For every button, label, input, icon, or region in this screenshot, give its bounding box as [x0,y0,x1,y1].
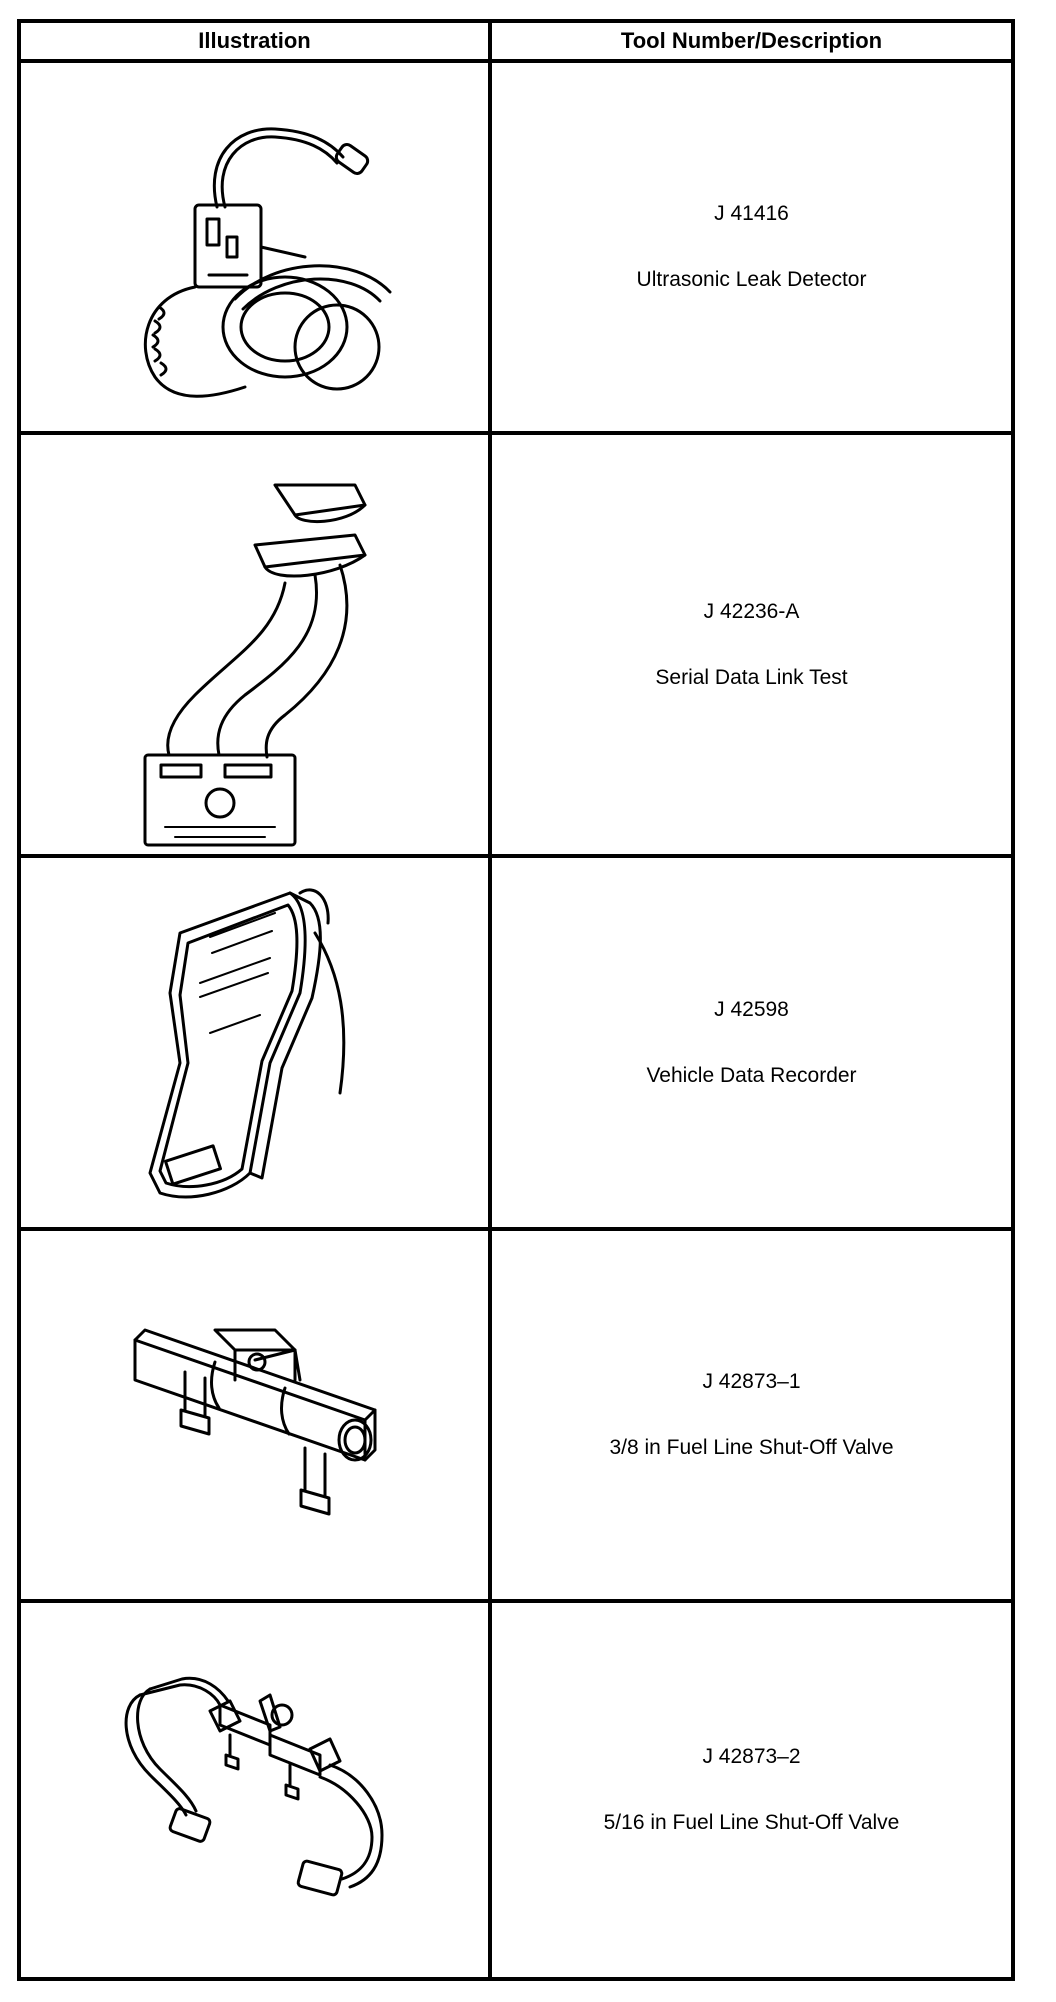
header-divider [17,59,1015,63]
row-divider [17,854,1015,858]
tool-description: Vehicle Data Recorder [646,1063,857,1087]
table-border-right [1011,19,1015,1981]
tool-description: Serial Data Link Test [655,665,848,689]
serial-data-link-tester-icon [143,483,366,846]
table-row-illustration [21,1603,488,1977]
table-row-illustration [21,435,488,854]
table-border-left [17,19,21,1981]
table-row: J 41416 Ultrasonic Leak Detector [492,63,1011,431]
column-divider [488,19,492,1981]
tool-number: J 42598 [714,997,789,1021]
fuel-line-shutoff-valve-hose-icon [124,1676,383,1897]
table-row-illustration [21,1231,488,1599]
header-tool-number-description: Tool Number/Description [620,28,883,53]
tool-description: 3/8 in Fuel Line Shut-Off Valve [609,1436,894,1459]
fuel-line-shutoff-valve-icon [133,1328,376,1516]
row-divider [17,1227,1015,1231]
table-row: J 42236-A Serial Data Link Test [492,435,1011,854]
tool-description: 5/16 in Fuel Line Shut-Off Valve [603,1811,900,1834]
table-row: J 42873–2 5/16 in Fuel Line Shut-Off Val… [492,1603,1011,1977]
row-divider [17,1599,1015,1603]
tool-number: J 42873–1 [702,1370,801,1393]
header-illustration: Illustration [198,28,311,53]
tool-description: Ultrasonic Leak Detector [636,268,867,291]
tool-number: J 41416 [714,202,789,225]
ultrasonic-leak-detector-icon [143,127,391,398]
table-border-top [17,19,1015,23]
tool-number: J 42236-A [703,599,800,623]
vehicle-data-recorder-icon [148,887,345,1198]
tool-table: Illustration Tool Number/Description J 4… [17,19,1015,1981]
table-row-illustration [21,858,488,1227]
tool-number: J 42873–2 [702,1745,801,1768]
table-border-bottom [17,1977,1015,1981]
table-row: J 42598 Vehicle Data Recorder [492,858,1011,1227]
row-divider [17,431,1015,435]
table-row-illustration [21,63,488,431]
table-row: J 42873–1 3/8 in Fuel Line Shut-Off Valv… [492,1231,1011,1599]
